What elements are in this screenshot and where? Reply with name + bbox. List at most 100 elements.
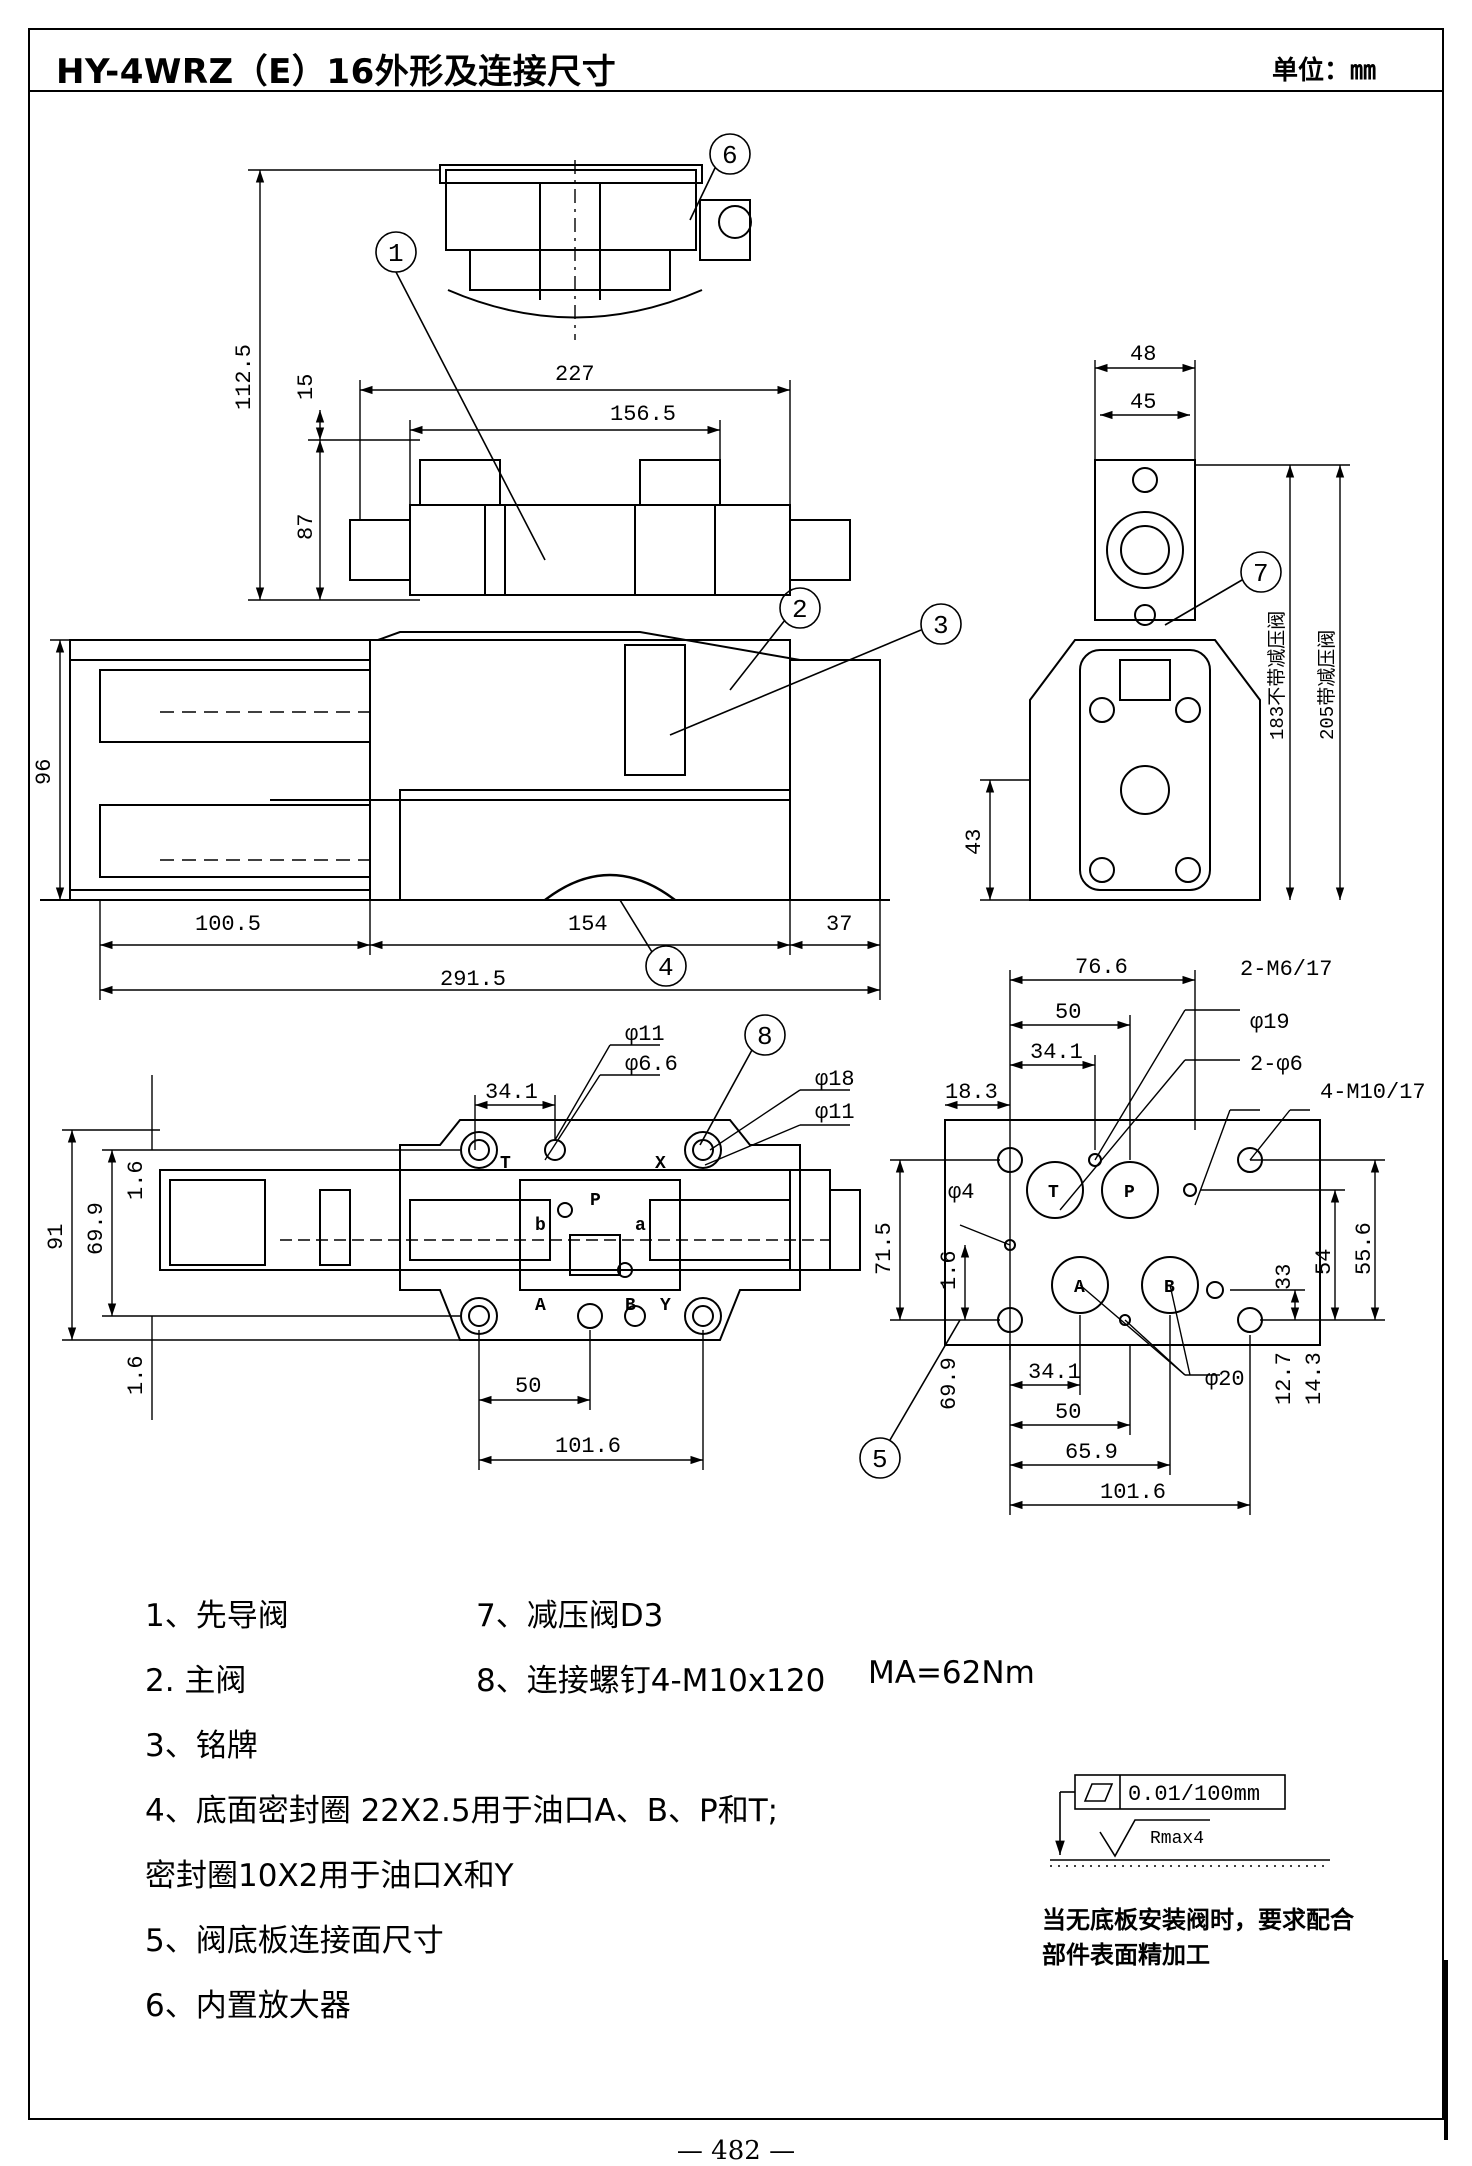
dim-112-5: 112.5	[232, 344, 257, 410]
balloon-4: 4	[658, 953, 674, 983]
dim-76-6: 76.6	[1075, 955, 1128, 980]
balloon-8: 8	[757, 1022, 773, 1052]
dim-18-3: 18.3	[945, 1080, 998, 1105]
dim-69-9-mount: 69.9	[937, 1357, 962, 1410]
port-Y: Y	[660, 1296, 671, 1316]
legend-item-3: 3、铭牌	[145, 1728, 258, 1764]
dim-101-6-bottom: 101.6	[1100, 1480, 1166, 1505]
balloon-2: 2	[792, 595, 808, 625]
dim-50-mount: 50	[1055, 1000, 1081, 1025]
dim-phi11-a: φ11	[625, 1022, 665, 1047]
dim-33: 33	[1272, 1264, 1297, 1290]
dim-1-6-a: 1.6	[124, 1160, 149, 1200]
mount-port-T: T	[1048, 1183, 1059, 1203]
dim-71-5: 71.5	[872, 1222, 897, 1275]
dim-91: 91	[44, 1224, 69, 1250]
balloon-5: 5	[872, 1445, 888, 1475]
port-b: b	[535, 1216, 546, 1236]
mount-port-B: B	[1164, 1278, 1175, 1298]
page-title: HY-4WRZ（E）16外形及连接尺寸	[56, 52, 617, 92]
dim-1-6-b: 1.6	[124, 1355, 149, 1395]
balloon-6: 6	[722, 141, 738, 171]
dim-14-3: 14.3	[1302, 1352, 1327, 1405]
top-dimensions	[62, 1044, 850, 1470]
port-B: B	[625, 1296, 636, 1316]
dim-2-phi6: 2-φ6	[1250, 1052, 1303, 1077]
dim-phi18: φ18	[815, 1067, 855, 1092]
dim-15: 15	[294, 374, 319, 400]
dim-96: 96	[32, 759, 57, 785]
dim-phi11-b: φ11	[815, 1100, 855, 1125]
dim-34-1-top: 34.1	[485, 1080, 538, 1105]
mount-port-A: A	[1074, 1278, 1085, 1298]
flatness-value: 0.01/100mm	[1128, 1782, 1260, 1807]
dim-101-6-top: 101.6	[555, 1434, 621, 1459]
dim-12-7: 12.7	[1272, 1352, 1297, 1405]
port-A: A	[535, 1296, 546, 1316]
legend-item-4: 4、底面密封圈 22X2.5用于油口A、B、P和T;	[145, 1793, 779, 1829]
dim-37: 37	[826, 912, 852, 937]
port-a: a	[635, 1216, 646, 1236]
balloon-numbers: 1 2 3 4 5 6 7 8	[388, 141, 1269, 1475]
port-P: P	[590, 1191, 601, 1211]
dim-69-9-top: 69.9	[84, 1202, 109, 1255]
dim-54: 54	[1312, 1249, 1337, 1275]
balloon-1: 1	[388, 239, 404, 269]
dim-154: 154	[568, 912, 608, 937]
mounting-dimensions	[890, 970, 1385, 1515]
balloon-3: 3	[933, 611, 949, 641]
surface-finish-symbol	[1050, 1774, 1330, 1867]
note-205: 205带减压阀	[1316, 630, 1339, 740]
surface-note-line2: 部件表面精加工	[1042, 1941, 1210, 1969]
legend-item-7: 7、减压阀D3	[476, 1598, 664, 1634]
dim-50-top: 50	[515, 1374, 541, 1399]
front-dimensions	[50, 169, 881, 1000]
drawing-frame	[28, 28, 1444, 2120]
port-X: X	[655, 1154, 666, 1174]
legend-item-8: 8、连接螺钉4-M10x120	[476, 1663, 826, 1699]
top-view-port-labels: T P X A B Y a b	[500, 1154, 671, 1316]
dim-156-5: 156.5	[610, 402, 676, 427]
title-bar	[28, 28, 1444, 92]
dim-291-5: 291.5	[440, 967, 506, 992]
roughness-value: Rmax4	[1150, 1829, 1204, 1849]
legend-item-2: 2. 主阀	[145, 1663, 247, 1699]
dim-65-9: 65.9	[1065, 1440, 1118, 1465]
note-183: 183不带减压阀	[1266, 611, 1289, 740]
side-view	[1029, 459, 1261, 901]
page-number: — 482 —	[676, 2136, 796, 2166]
legend-item-4b: 密封圈10X2用于油口X和Y	[145, 1858, 514, 1894]
legend-item-5: 5、阀底板连接面尺寸	[145, 1923, 444, 1959]
dim-4-m10: 4-M10/17	[1320, 1080, 1426, 1105]
top-view	[159, 1119, 861, 1341]
front-view	[40, 160, 890, 901]
dim-2-m6: 2-M6/17	[1240, 957, 1332, 982]
legend-item-6: 6、内置放大器	[145, 1988, 351, 2024]
port-T: T	[500, 1154, 511, 1174]
dim-87: 87	[294, 514, 319, 540]
mount-port-P: P	[1124, 1183, 1135, 1203]
dim-50-bottom: 50	[1055, 1400, 1081, 1425]
mounting-face	[944, 1119, 1321, 1346]
dim-55-6: 55.6	[1352, 1222, 1377, 1275]
dim-227: 227	[555, 362, 595, 387]
dim-phi6-6: φ6.6	[625, 1052, 678, 1077]
side-dimensions	[980, 360, 1350, 901]
unit-label: 单位：㎜	[1271, 56, 1376, 86]
dim-phi4: φ4	[948, 1180, 974, 1205]
dim-43: 43	[962, 829, 987, 855]
legend-item-1: 1、先导阀	[145, 1598, 289, 1634]
balloon-7: 7	[1253, 559, 1269, 589]
dim-34-1-bottom: 34.1	[1028, 1360, 1081, 1385]
mounting-port-labels: T P A B	[1048, 1183, 1175, 1298]
dim-phi19: φ19	[1250, 1010, 1290, 1035]
surface-note-line1: 当无底板安装阀时，要求配合	[1042, 1906, 1354, 1934]
callout-balloons	[375, 133, 1282, 1479]
dim-48: 48	[1130, 342, 1156, 367]
dim-34-1-mount: 34.1	[1030, 1040, 1083, 1065]
right-edge-bar	[1444, 1960, 1448, 2140]
dim-45: 45	[1130, 390, 1156, 415]
dim-1-6-mount: 1.6	[937, 1250, 962, 1290]
legend-torque: MA=62Nm	[868, 1655, 1035, 1691]
